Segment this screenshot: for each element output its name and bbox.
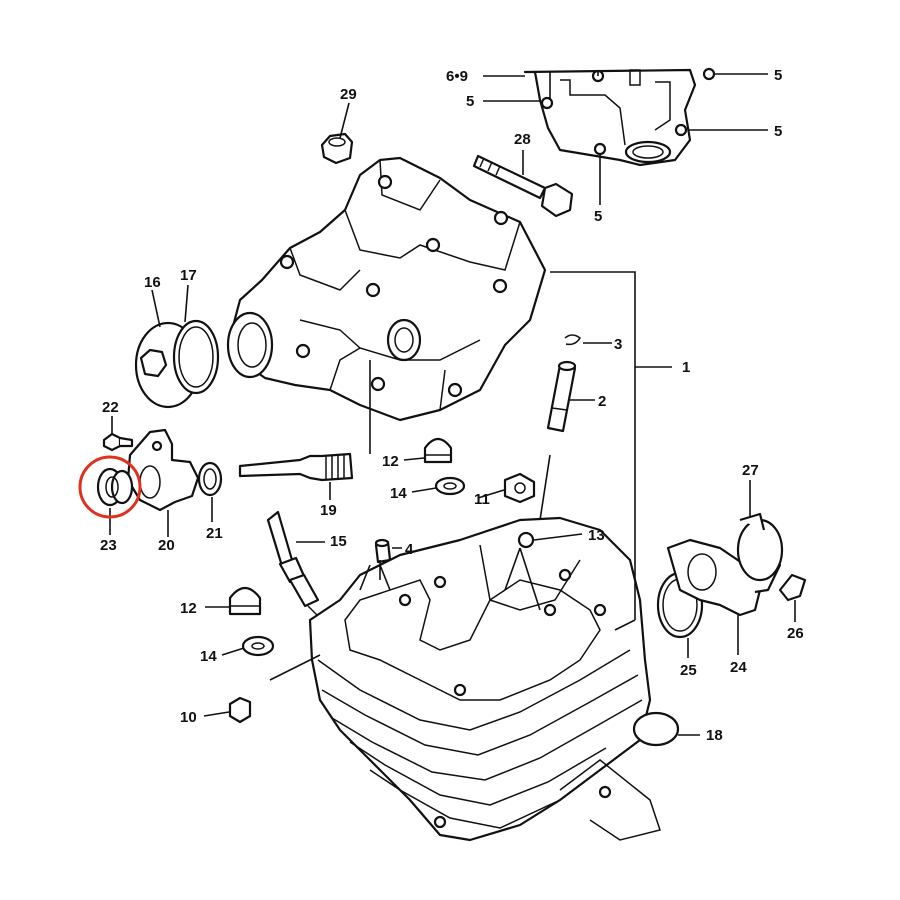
callout-25: 25 [680, 662, 697, 679]
callout-16: 16 [144, 274, 161, 291]
callout-20: 20 [158, 537, 175, 554]
callout-24: 24 [730, 659, 747, 676]
part-11-nut [503, 472, 536, 504]
part-10-cap [228, 696, 252, 724]
callout-labels: 1 2 3 4 5 5 5 5 6•9 10 11 12 12 13 14 14… [100, 67, 804, 744]
callout-4: 4 [405, 541, 414, 558]
part-27-clamp [736, 512, 784, 582]
part-18-plug [632, 711, 680, 747]
callout-21: 21 [206, 525, 223, 542]
callout-2: 2 [598, 393, 606, 410]
part-3-clip [564, 334, 582, 346]
part-28-bolt [472, 154, 574, 218]
callout-3: 3 [614, 336, 622, 353]
callout-13: 13 [588, 527, 605, 544]
callout-27: 27 [742, 462, 759, 479]
top-cover-plate [523, 67, 716, 167]
callout-22: 22 [102, 399, 119, 416]
part-2-valve-guide [546, 360, 577, 433]
part-17-o-ring [172, 319, 220, 395]
callout-6-9: 6•9 [446, 68, 468, 85]
part-19-gear-shaft [238, 452, 354, 482]
callout-15: 15 [330, 533, 347, 550]
callout-5-right: 5 [774, 123, 782, 140]
part-23-o-ring [96, 467, 134, 507]
callout-14-upper: 14 [390, 485, 407, 502]
callout-18: 18 [706, 727, 723, 744]
callout-5-upper-left: 5 [466, 93, 474, 110]
callout-5-upper-right: 5 [774, 67, 782, 84]
callout-10: 10 [180, 709, 197, 726]
callout-1: 1 [682, 359, 690, 376]
callout-11: 11 [474, 491, 490, 508]
part-4-dowel [374, 538, 392, 564]
callout-19: 19 [320, 502, 337, 519]
part-12-acorn-nut-lower [228, 586, 262, 616]
callout-28: 28 [514, 131, 531, 148]
callout-17: 17 [180, 267, 197, 284]
callout-29: 29 [340, 86, 357, 103]
callout-23: 23 [100, 537, 117, 554]
callout-14-lower: 14 [200, 648, 217, 665]
callout-12-lower: 12 [180, 600, 197, 617]
cylinder-head [308, 516, 661, 842]
part-22-screw [102, 432, 134, 452]
part-29-cap [320, 132, 354, 165]
part-14-washer-lower [241, 635, 275, 657]
callout-12-upper: 12 [382, 453, 399, 470]
cylinder-head-cover [226, 156, 547, 422]
part-26-screw [778, 573, 807, 602]
highlight-circle [78, 455, 142, 519]
part-12-acorn-nut-upper [423, 437, 453, 464]
callout-5-bottom: 5 [594, 208, 602, 225]
part-15-spark-plug [266, 510, 320, 617]
part-14-washer-upper [434, 476, 466, 496]
callout-26: 26 [787, 625, 804, 642]
part-21-seal [197, 461, 223, 497]
leader-lines [109, 72, 796, 736]
